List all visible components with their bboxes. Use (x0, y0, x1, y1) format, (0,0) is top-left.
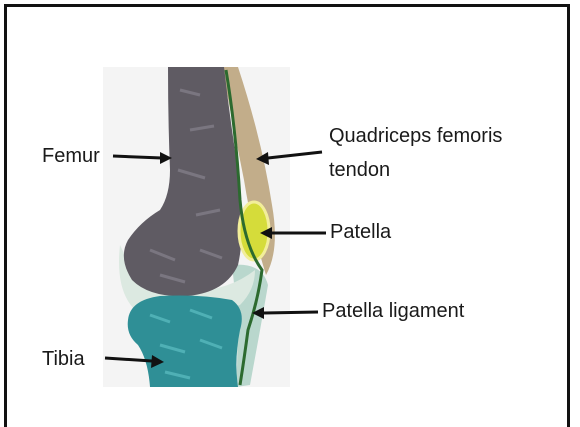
label-quadriceps-line2: tendon (329, 157, 390, 184)
label-quadriceps-line1: Quadriceps femoris (329, 123, 502, 150)
label-tibia: Tibia (42, 346, 85, 373)
label-patella-ligament: Patella ligament (322, 298, 464, 325)
label-patella: Patella (330, 219, 391, 246)
label-femur: Femur (42, 143, 100, 170)
patella-arrow (260, 227, 326, 239)
